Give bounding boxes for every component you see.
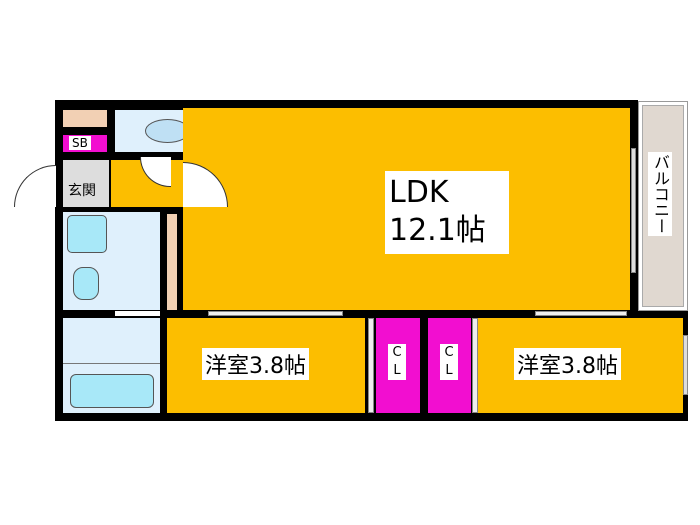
ldk-size: 12.1帖: [389, 213, 486, 248]
closet-2-l: L: [445, 363, 453, 378]
washroom: [63, 212, 160, 310]
closet-1-door[interactable]: [368, 318, 374, 413]
bathtub-icon: [70, 374, 154, 408]
western-room-1-label: 洋室3.8帖: [202, 348, 309, 380]
closet-1-c: C: [392, 345, 402, 360]
sliding-door-1[interactable]: [208, 311, 343, 316]
ldk-label: LDK 12.1帖: [385, 171, 509, 254]
western-room-2-label: 洋室3.8帖: [514, 348, 621, 380]
shoe-box: SB: [63, 135, 107, 152]
entrance-label: 玄関: [68, 183, 96, 199]
shoe-box-label: SB: [69, 136, 91, 150]
washing-machine-icon: [67, 215, 107, 253]
ldk-room-counter-gap: [321, 108, 331, 153]
balcony-label: バルコニー: [648, 152, 672, 236]
western-room-2: 洋室3.8帖: [478, 318, 683, 413]
washbasin-icon: [73, 267, 99, 300]
western-room-2-window[interactable]: [683, 335, 688, 395]
storage: [63, 110, 107, 127]
storage-strip: [167, 214, 177, 310]
entrance: 玄関: [63, 160, 109, 207]
sliding-door-2[interactable]: [535, 311, 627, 316]
closet-1-l: L: [393, 363, 401, 378]
western-room-1: 洋室3.8帖: [167, 318, 365, 413]
closet-2-c: C: [444, 345, 454, 360]
closet-2-door[interactable]: [472, 318, 478, 413]
ldk-name: LDK: [389, 175, 449, 210]
bathroom: [63, 318, 160, 413]
balcony: バルコニー: [638, 101, 688, 311]
entrance-door[interactable]: [14, 165, 56, 207]
bath-door[interactable]: [115, 311, 160, 316]
balcony-window[interactable]: [631, 148, 636, 273]
